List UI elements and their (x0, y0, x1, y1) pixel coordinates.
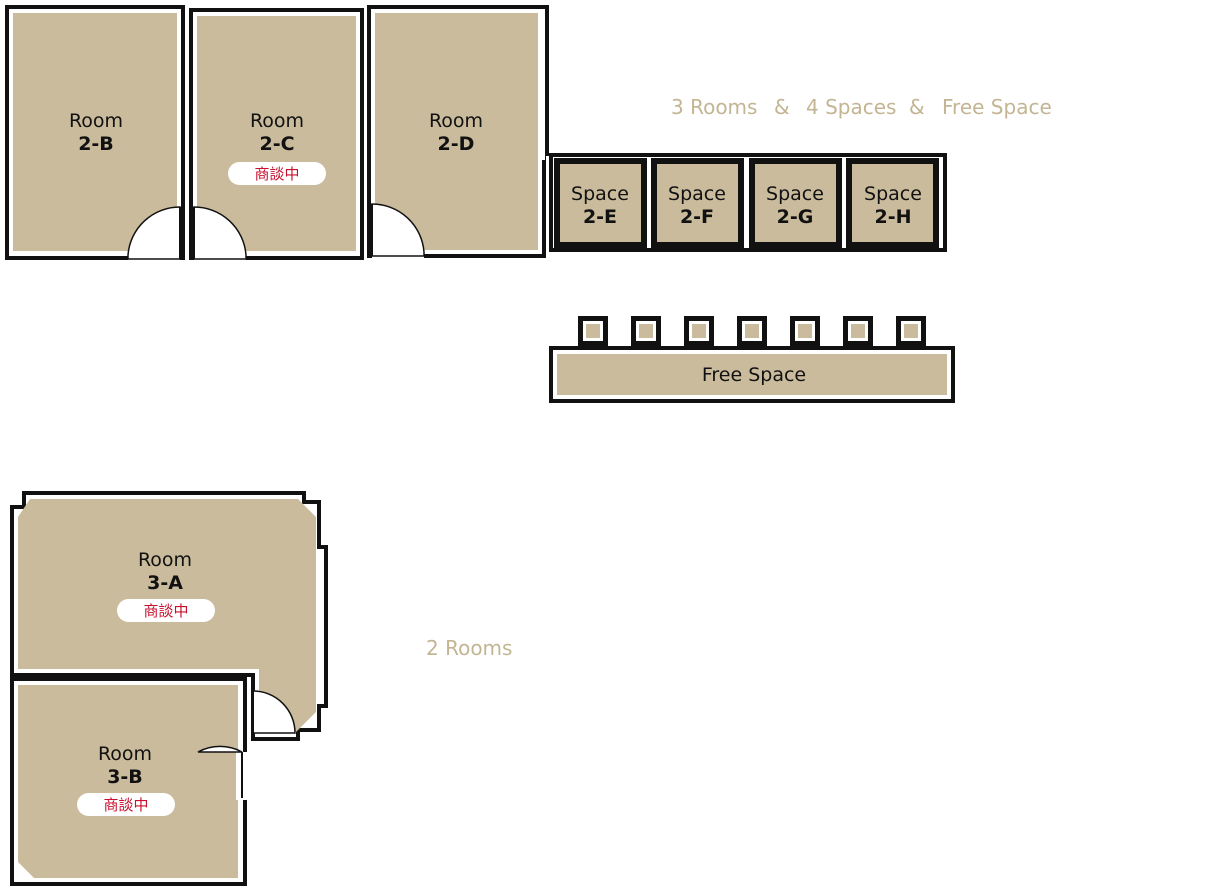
room-3-a-code: 3-A (147, 572, 183, 594)
space-2-f-label: Space (668, 183, 726, 205)
room-3-b-status-text: 商談中 (103, 796, 148, 814)
room-3-a-label: Room (138, 549, 192, 571)
door-swing-icon (127, 206, 181, 260)
door-swing-icon (252, 690, 296, 734)
room-2-d-label: Room (429, 110, 483, 132)
room-3-a-status-text: 商談中 (143, 602, 188, 620)
door-swing-icon (197, 745, 243, 753)
room-3-a[interactable]: Room 3-A 商談中 (10, 491, 328, 741)
space-2-e-label: Space (571, 183, 629, 205)
room-2-c[interactable]: Room 2-C 商談中 (189, 8, 364, 260)
space-2-f-floor (657, 164, 738, 242)
seat-icon (684, 316, 714, 346)
room-3-b-floor (18, 685, 238, 878)
space-2-e-code: 2-E (583, 206, 617, 228)
space-2-f-code: 2-F (680, 206, 714, 228)
room-2-c-floor (197, 16, 356, 251)
space-2-h-label: Space (864, 183, 922, 205)
space-2-f[interactable]: Space 2-F (651, 158, 744, 248)
summary-free-space: Free Space (942, 95, 1052, 119)
seat-icon (896, 316, 926, 346)
room-2-c-code: 2-C (259, 133, 294, 155)
space-2-h-floor (852, 164, 933, 242)
room-2-b[interactable]: Room 2-B (5, 5, 185, 260)
spaces-row: Space 2-E Space 2-F Space 2-G Space 2-H (549, 153, 947, 252)
room-3-a-status-badge (117, 599, 215, 622)
room-3-b-status-badge (77, 793, 175, 816)
room-2-d[interactable]: Room 2-D (367, 5, 549, 258)
floor-2: Room 2-B Room 2-C 商談中 Room 2-D (5, 5, 1052, 403)
seat-row (578, 316, 926, 346)
free-space-label: Free Space (702, 364, 806, 386)
summary-spaces: 4 Spaces (806, 95, 896, 119)
seat-icon (737, 316, 767, 346)
space-2-g-floor (755, 164, 836, 242)
space-2-g-label: Space (766, 183, 824, 205)
summary-ampersand: & (909, 95, 925, 119)
room-3-b-code: 3-B (107, 766, 143, 788)
seat-icon (790, 316, 820, 346)
free-space-floor (557, 354, 947, 395)
floor-3: Room 3-A 商談中 Room 3-B 商談中 2 Rooms (10, 491, 512, 886)
room-2-d-floor (375, 13, 538, 250)
door-swing-icon (193, 206, 247, 260)
room-3-b[interactable]: Room 3-B 商談中 (10, 677, 247, 886)
summary-ampersand: & (774, 95, 790, 119)
room-2-b-label: Room (69, 110, 123, 132)
room-2-c-label: Room (250, 110, 304, 132)
room-3-b-label: Room (98, 743, 152, 765)
seat-icon (631, 316, 661, 346)
room-2-b-floor (13, 13, 177, 251)
space-2-e-floor (560, 164, 641, 242)
floor-2-summary: 3 Rooms & 4 Spaces & Free Space (671, 95, 1052, 119)
summary-rooms: 3 Rooms (671, 95, 757, 119)
seat-icon (843, 316, 873, 346)
free-space[interactable]: Free Space (549, 316, 955, 403)
floor-3-summary: 2 Rooms (426, 636, 512, 660)
room-2-d-code: 2-D (438, 133, 475, 155)
space-2-g[interactable]: Space 2-G (749, 158, 842, 248)
seat-icon (578, 316, 608, 346)
space-2-g-code: 2-G (777, 206, 814, 228)
space-2-e[interactable]: Space 2-E (554, 158, 647, 248)
room-2-b-code: 2-B (78, 133, 114, 155)
space-2-h-code: 2-H (874, 206, 911, 228)
space-2-h[interactable]: Space 2-H (846, 158, 939, 248)
room-2-c-status-text: 商談中 (254, 165, 299, 183)
door-swing-icon (371, 203, 425, 257)
room-2-c-status-badge (228, 162, 326, 185)
